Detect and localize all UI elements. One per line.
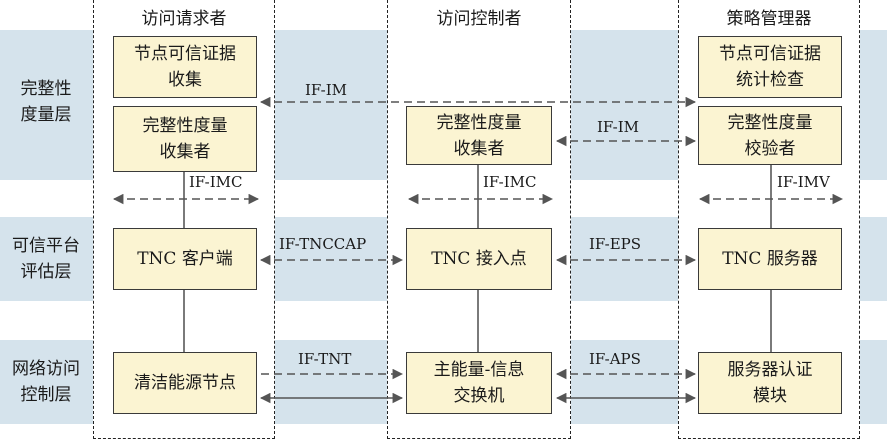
policy-column-title: 策略管理器	[726, 9, 812, 29]
imc-requester-box: 完整性度量 收集者	[113, 106, 257, 172]
clean-energy-node-box: 清洁能源节点	[113, 352, 257, 414]
server-auth-module-box: 服务器认证 模块	[698, 352, 842, 414]
node-credential-stats-box: 节点可信证据 统计检查	[698, 36, 842, 98]
imv-policy-box: 完整性度量 校验者	[698, 106, 842, 165]
if-imc-mid-label: IF-IMC	[483, 173, 537, 191]
controller-column-title: 访问控制者	[436, 9, 522, 29]
if-tnccap-label: IF-TNCCAP	[279, 235, 367, 253]
if-imv-label: IF-IMV	[777, 173, 830, 191]
if-aps-label: IF-APS	[589, 350, 641, 368]
if-imc-left-label: IF-IMC	[189, 173, 243, 191]
tnc-server-box: TNC 服务器	[698, 228, 842, 290]
if-im-mid-label: IF-IM	[597, 118, 640, 136]
tnc-access-point-box: TNC 接入点	[406, 228, 552, 290]
if-tnt-label: IF-TNT	[298, 350, 352, 368]
tnc-client-box: TNC 客户端	[113, 228, 257, 290]
if-eps-label: IF-EPS	[589, 235, 642, 253]
node-credential-collect-box: 节点可信证据 收集	[113, 36, 257, 98]
energy-info-switch-box: 主能量-信息 交换机	[406, 352, 552, 414]
if-im-top-label: IF-IM	[305, 81, 348, 99]
integrity-layer-label: 完整性 度量层	[20, 79, 72, 125]
platform-layer-label: 可信平台 评估层	[12, 236, 80, 282]
network-layer-label: 网络访问 控制层	[12, 359, 80, 405]
requester-column-title: 访问请求者	[141, 9, 227, 29]
imc-controller-box: 完整性度量 收集者	[406, 106, 552, 165]
